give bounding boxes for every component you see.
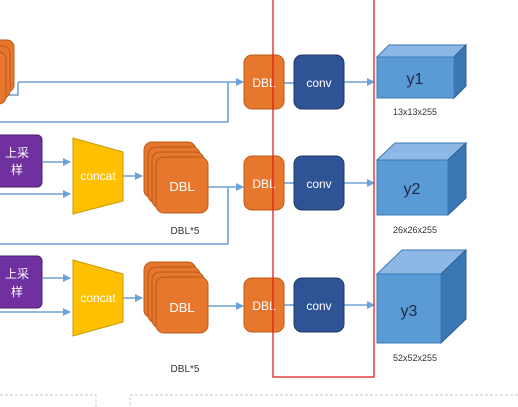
connector-stack2-to-row3-upsample [0,187,229,245]
upsample-block-row2: 上采 样 [0,134,43,188]
output-dims-y3: 52x52x255 [393,353,437,363]
dbl-stack-label-row2: DBL [169,179,194,194]
conv-label-row2: conv [306,177,331,191]
upsample-label-row3-line2: 样 [11,284,23,299]
dbl-block-row2: DBL [243,155,285,211]
dbl-stack-row3: DBL [143,261,209,334]
bottom-dashed-panel-right [129,394,518,407]
bottom-dashed-panel-left [0,394,97,407]
output-cube-y2: y2 [375,141,468,217]
output-dims-y2: 26x26x255 [393,225,437,235]
dbl-label-row3: DBL [252,299,276,313]
conv-block-row3: conv [293,277,345,333]
upsample-label-row3-line1: 上采 [5,267,29,281]
output-label-y2: y2 [404,181,421,198]
dbl-label-row2: DBL [252,177,276,191]
output-label-y3: y3 [401,303,418,320]
output-cube-y1: y1 [375,43,468,100]
dbl-stack-label-row3: DBL [169,300,194,315]
conv-label-row1: conv [306,76,331,90]
output-dims-y1: 13x13x255 [393,107,437,117]
highlight-frame [272,0,375,378]
dbl-stack-caption-row2: DBL*5 [171,226,200,237]
concat-block-row3: concat [72,259,124,337]
conv-block-row1: conv [293,54,345,110]
output-label-y1: y1 [407,71,424,88]
upsample-label-row2-line2: 样 [11,162,23,177]
dbl-stack-row2: DBL [143,141,209,214]
output-cube-y3: y3 [375,248,468,345]
concat-label-row3: concat [80,291,116,305]
concat-block-row2: concat [72,137,124,215]
connectors [0,78,375,316]
conv-block-row2: conv [293,155,345,211]
dbl-label-row1: DBL [252,76,276,90]
dbl-stack-caption-row3: DBL*5 [171,364,200,375]
upsample-label-row2-line1: 上采 [5,146,29,160]
upsample-block-row3: 上采 样 [0,255,43,309]
concat-label-row2: concat [80,169,116,183]
dbl-block-row3: DBL [243,277,285,333]
dbl-block-row1: DBL [243,54,285,110]
connector-dbl1-to-row2-upsample [0,82,229,123]
conv-label-row3: conv [306,299,331,313]
backbone-dbl-stack [0,39,15,105]
